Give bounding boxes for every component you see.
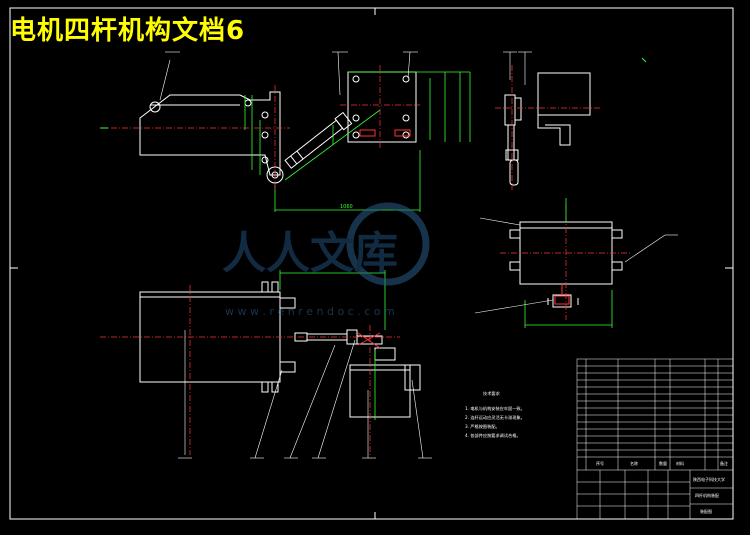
center-lines-top [100, 65, 420, 190]
technical-notes: 技术要求 1. 电机与机构安装应牢固一致。 2. 连杆运动应灵活无卡滞现象。 3… [465, 390, 525, 439]
note-line-4: 4. 各部件应按要求调试合格。 [465, 432, 521, 439]
watermark-brand: 人人文库 [222, 228, 398, 279]
motor-shaft [554, 284, 570, 305]
center-lines-side [495, 65, 600, 190]
school-name: 陕西电子科技大学 [693, 476, 725, 482]
dim-label-1: 1060 [340, 204, 353, 210]
bom-col-name: 名称 [630, 460, 638, 466]
note-line-3: 3. 严格按图装配。 [465, 423, 500, 430]
dim-motor [524, 198, 613, 328]
document-title: 电机四杆机构文档6 [10, 16, 246, 46]
callouts-bottom [178, 330, 432, 459]
note-line-1: 1. 电机与机构安装应牢固一致。 [465, 405, 525, 412]
front-view-top [139, 91, 353, 184]
center-lines-bottom [100, 285, 400, 455]
outer-frame [9, 7, 734, 520]
callouts-top [159, 51, 532, 101]
note-line-2: 2. 连杆运动应灵活无卡滞现象。 [465, 414, 525, 421]
bom-col-material: 材料 [676, 460, 684, 466]
dim-bottom [279, 270, 386, 420]
title-block [576, 358, 734, 520]
callouts-mid [474, 217, 678, 314]
bom-col-no: 序号 [596, 460, 604, 466]
notes-heading: 技术要求 [483, 390, 501, 397]
main-view-bottom [139, 281, 421, 418]
bom-col-qty: 数量 [659, 460, 667, 466]
watermark-url: w w w . r e n r e n d o c . c o m [225, 305, 395, 318]
motor-plate-top [347, 71, 417, 143]
drawing-name: 四杆机构装配 [695, 492, 719, 498]
sheet-type: 装配图 [700, 508, 712, 514]
title-block-text: 序号 名称 数量 材料 备注 陕西电子科技大学 四杆机构装配 装配图 [596, 460, 728, 514]
watermark: 人人文库 w w w . r e n r e n d o c . c o m [222, 202, 430, 318]
side-view-top [504, 72, 591, 186]
bom-col-note: 备注 [720, 460, 728, 466]
